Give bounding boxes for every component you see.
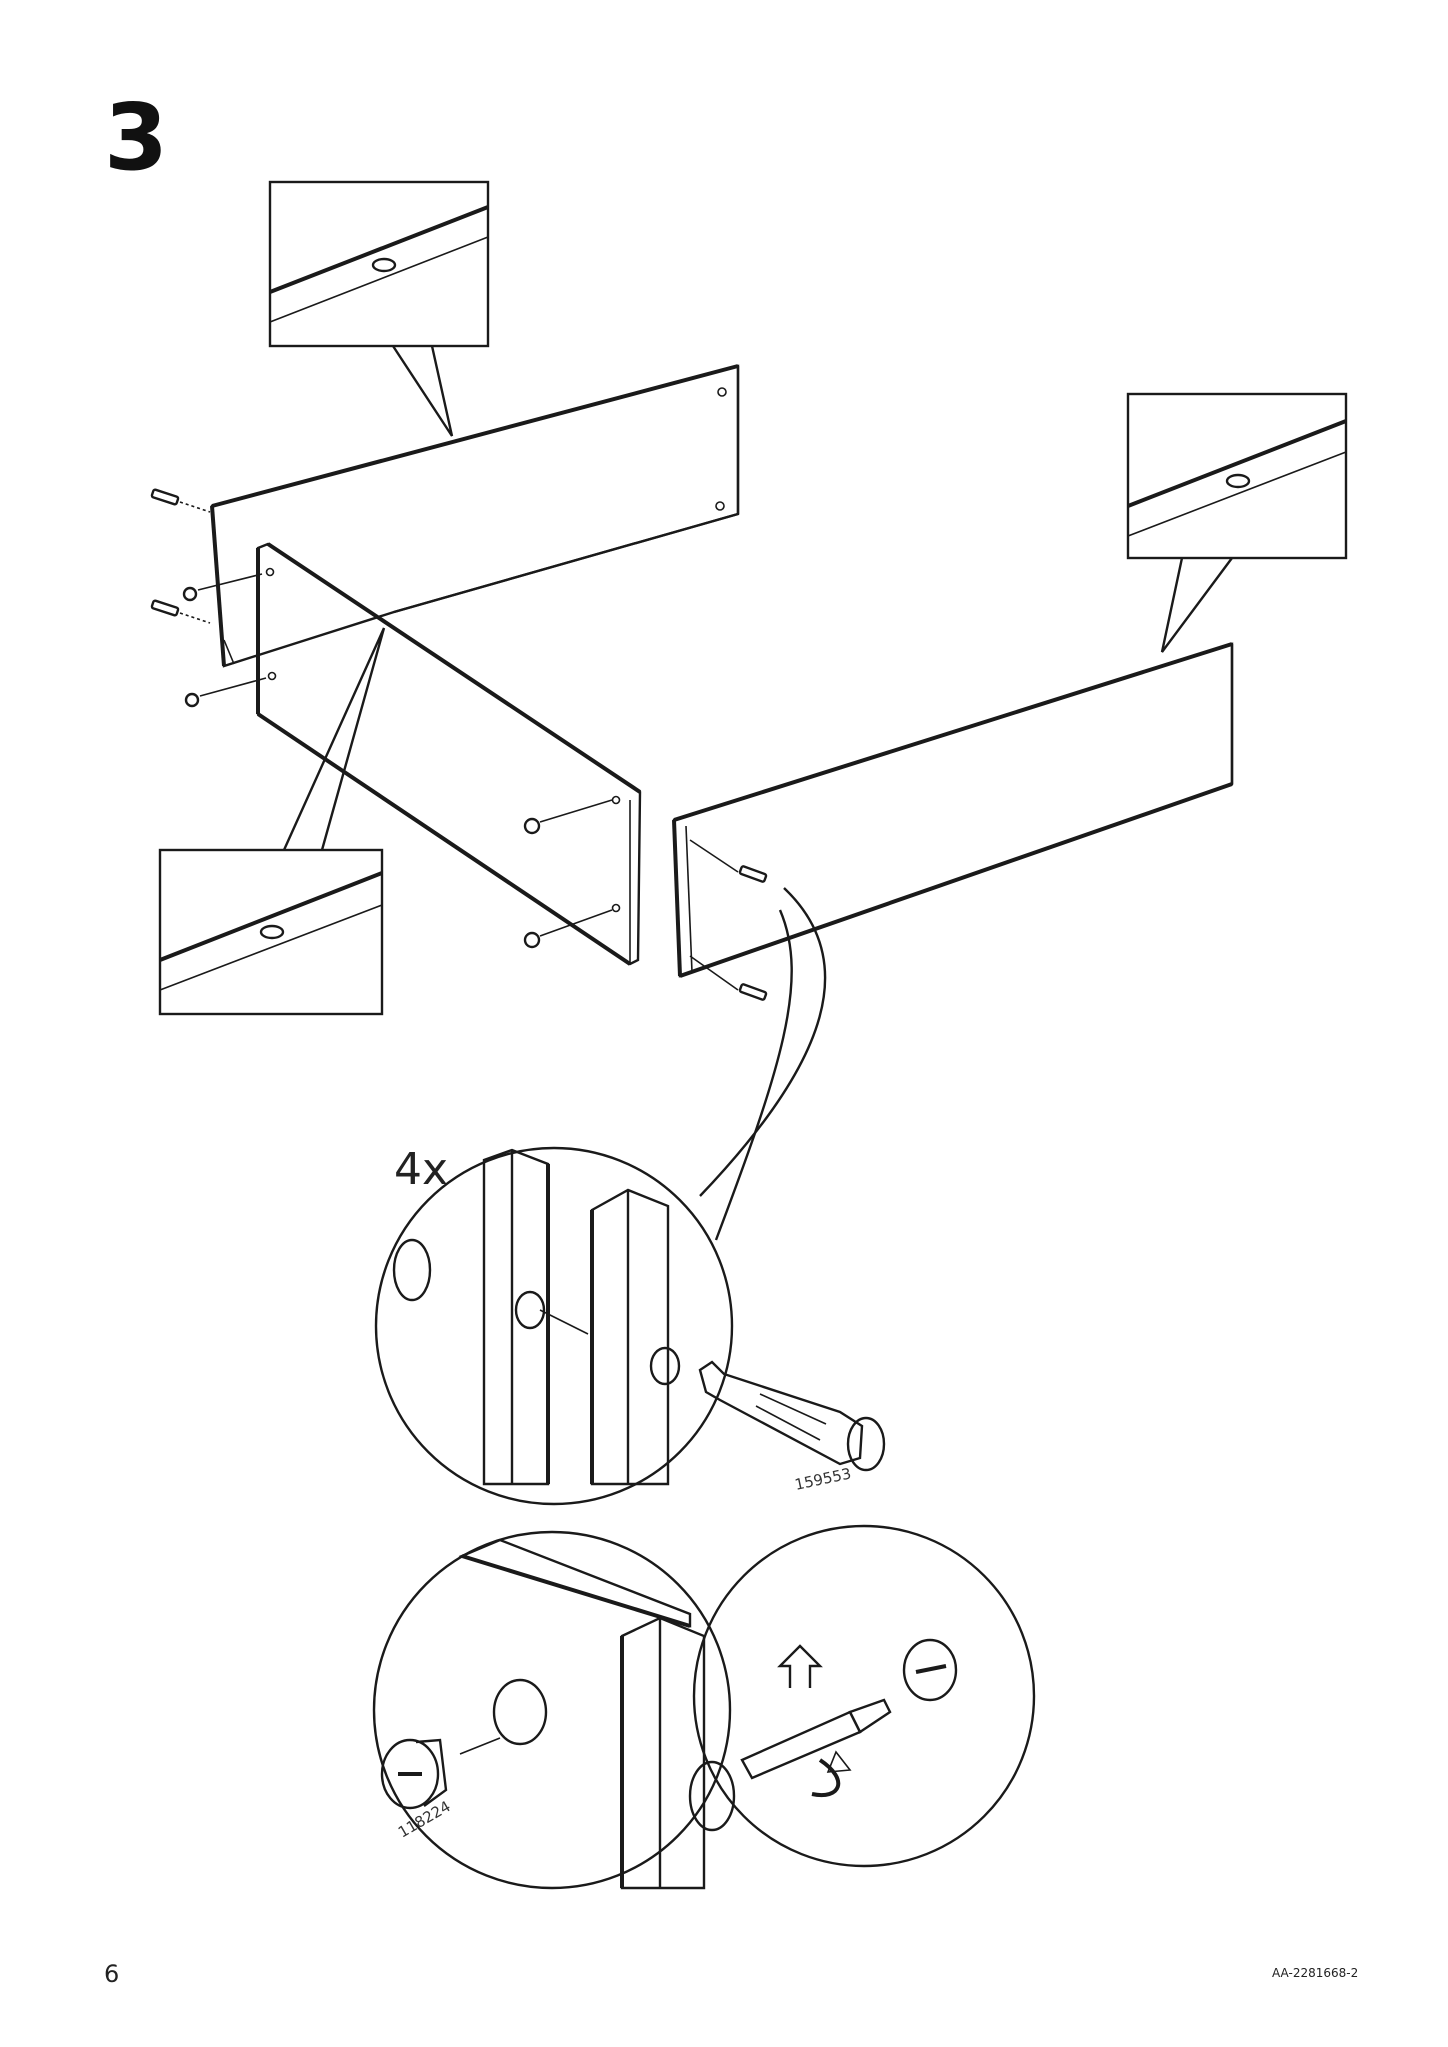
fasteners bbox=[150, 488, 768, 1001]
front-panel bbox=[672, 642, 1234, 978]
detail-circle-dowel: 159553 bbox=[374, 1146, 886, 1506]
document-code: AA-2281668-2 bbox=[1272, 1966, 1359, 1980]
cam-lock-fitting bbox=[380, 1738, 448, 1810]
detail-circle-cam-insert: 118224 bbox=[372, 1530, 732, 1890]
side-panel-left bbox=[256, 542, 642, 966]
cam-dowel-4 bbox=[523, 909, 613, 949]
screw-right-1 bbox=[689, 839, 768, 883]
cam-dowel-1 bbox=[182, 573, 263, 602]
quantity-label: 4x bbox=[394, 1144, 449, 1195]
detail-circle-cam-turn bbox=[688, 1524, 1036, 1868]
page-number: 6 bbox=[104, 1960, 120, 1988]
screw-right-2 bbox=[689, 955, 768, 1001]
detail-indicator bbox=[699, 887, 827, 1241]
cam-dowel-2 bbox=[184, 677, 267, 708]
tool-part-number: 159553 bbox=[793, 1464, 853, 1494]
callout-box-left bbox=[158, 627, 386, 1016]
callout-box-top bbox=[268, 180, 490, 437]
screw-top-left bbox=[150, 488, 211, 513]
cam-dowel-3 bbox=[523, 799, 613, 835]
callout-box-right bbox=[1126, 392, 1348, 653]
back-panel bbox=[210, 364, 740, 668]
dowel-tool bbox=[698, 1360, 886, 1472]
rotate-arrow-icon bbox=[777, 1644, 852, 1798]
screwdriver bbox=[740, 1698, 892, 1780]
screw-mid-left bbox=[150, 599, 211, 624]
step-number: 3 bbox=[104, 84, 169, 191]
